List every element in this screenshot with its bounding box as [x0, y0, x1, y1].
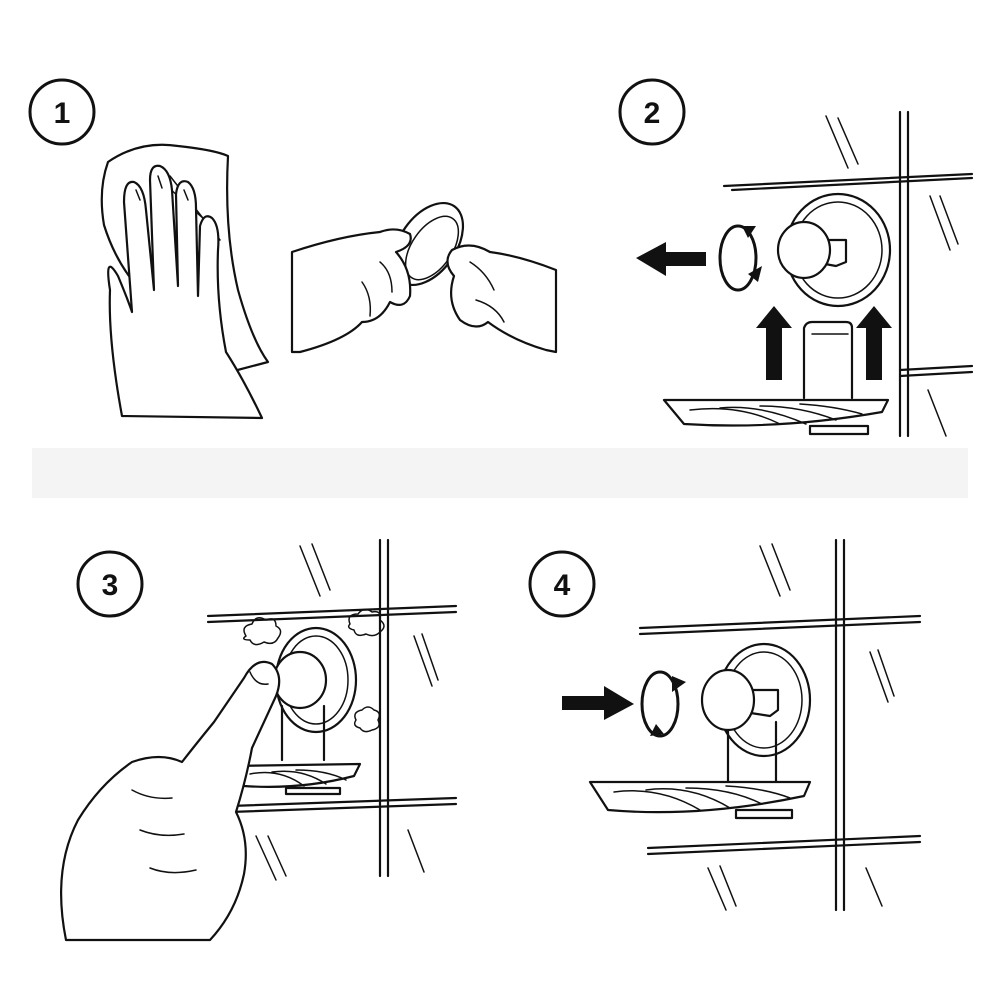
air-puff-icon — [243, 617, 282, 646]
rotate-counterclockwise-icon — [718, 224, 762, 292]
air-puff-icon — [353, 706, 381, 733]
step-4-number: 4 — [554, 569, 571, 602]
soap-dish-icon — [588, 780, 812, 820]
rotate-clockwise-icon — [640, 670, 686, 738]
soap-dish-icon — [662, 398, 890, 436]
holding-hand-icon — [290, 228, 412, 354]
wall-tiles — [206, 538, 458, 881]
right-arrow-icon — [562, 686, 634, 720]
step-3-badge: 3 — [76, 550, 144, 618]
step-3-number: 3 — [102, 569, 119, 602]
panel-divider — [32, 448, 968, 498]
air-puff-icon — [347, 608, 385, 637]
step-4-badge: 4 — [528, 550, 596, 618]
step-1-panel: 1 — [28, 78, 558, 420]
wiping-hand-icon — [107, 164, 264, 420]
rubbing-hand-icon — [446, 244, 558, 354]
left-arrow-icon — [636, 242, 706, 276]
wall-tiles — [638, 538, 922, 912]
soap-dish-icon — [230, 762, 362, 796]
step-2-number: 2 — [644, 97, 661, 130]
step-2-badge: 2 — [618, 78, 686, 146]
step-1-number: 1 — [54, 97, 71, 130]
step-3-panel: 3 — [60, 538, 458, 942]
suction-cup-knob-icon — [776, 192, 892, 308]
step-4-panel: 4 — [528, 538, 922, 912]
suction-cup-icon — [272, 626, 358, 734]
step-1-badge: 1 — [28, 78, 96, 146]
up-arrow-icon-right — [856, 306, 892, 380]
suction-cup-knob-icon — [700, 642, 812, 758]
up-arrow-icon-left — [756, 306, 792, 380]
wall-tiles — [722, 110, 974, 438]
pressing-hand-icon — [60, 660, 281, 942]
step-2-panel: 2 — [618, 78, 974, 438]
